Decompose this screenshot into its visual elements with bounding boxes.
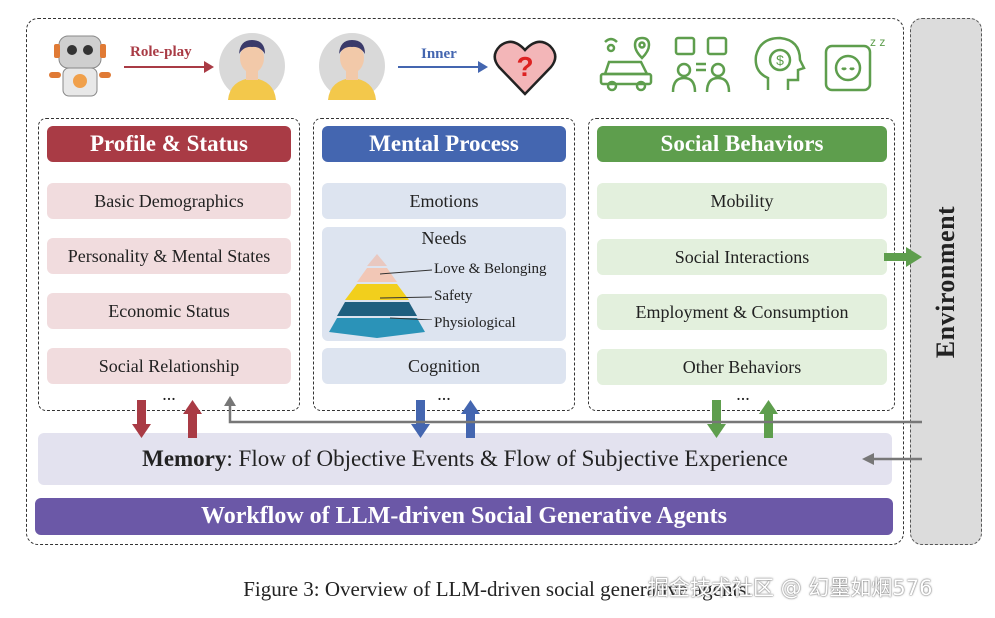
memory-to-profile-arrow (183, 400, 202, 438)
person-avatar-1 (218, 32, 286, 100)
environment-feedback-line (224, 396, 922, 424)
agent-frame (26, 18, 904, 545)
social-item-mobility: Mobility (597, 183, 887, 219)
roleplay-label: Role-play (130, 44, 192, 60)
social-item-other: Other Behaviors (597, 349, 887, 385)
profile-status-header: Profile & Status (47, 126, 291, 162)
needs-level-physiological: Physiological (434, 315, 516, 331)
needs-pyramid (327, 252, 427, 338)
mental-process-column (313, 118, 575, 411)
mental-item-cognition: Cognition (322, 348, 566, 384)
social-to-environment-arrow (884, 247, 922, 267)
heart-question-icon: ? (492, 36, 558, 98)
workflow-banner: Workflow of LLM-driven Social Generative… (35, 498, 893, 535)
memory-to-social-arrow (759, 400, 778, 438)
social-behaviors-column (588, 118, 895, 411)
svg-text:$: $ (776, 52, 784, 68)
social-behaviors-header: Social Behaviors (597, 126, 887, 162)
figure-caption: Figure 3: Overview of LLM-driven social … (243, 577, 752, 601)
memory-bar: Memory: Flow of Objective Events & Flow … (38, 433, 892, 485)
money-mind-icon: $ (748, 32, 810, 94)
profile-item-economic-status: Economic Status (47, 293, 291, 329)
roleplay-arrow (124, 60, 214, 74)
needs-level-safety: Safety (434, 288, 473, 304)
inner-label: Inner (421, 46, 457, 62)
needs-level-love: Love & Belonging (434, 261, 547, 277)
watermark: 掘金技术社区 @ 幻墨如烟576 (648, 576, 933, 600)
sleeping-person-icon: z z (822, 32, 886, 94)
car-location-icon (597, 34, 657, 94)
profile-item-personality: Personality & Mental States (47, 238, 291, 274)
inner-arrow (398, 60, 488, 74)
social-to-memory-arrow (707, 400, 726, 438)
profile-more-dots: ... (162, 384, 176, 404)
memory-to-mental-arrow (461, 400, 480, 438)
social-interaction-icon (670, 34, 732, 94)
profile-to-memory-arrow (132, 400, 151, 438)
mental-to-memory-arrow (411, 400, 430, 438)
pyramid-pointer-lines (379, 260, 434, 321)
environment-panel (910, 18, 982, 545)
memory-description: : Flow of Objective Events & Flow of Sub… (226, 446, 788, 471)
mental-more-dots: ... (437, 384, 451, 404)
environment-to-memory-arrow (862, 453, 922, 465)
needs-title: Needs (421, 228, 467, 248)
mental-process-header: Mental Process (322, 126, 566, 162)
memory-label: Memory (142, 446, 227, 471)
profile-item-basic-demographics: Basic Demographics (47, 183, 291, 219)
mental-item-emotions: Emotions (322, 183, 566, 219)
question-mark: ? (516, 51, 533, 82)
robot-icon (45, 30, 115, 100)
profile-status-column (38, 118, 300, 411)
social-item-employment: Employment & Consumption (597, 294, 887, 330)
sleep-z: z z (870, 35, 885, 49)
person-avatar-2 (318, 32, 386, 100)
social-item-interactions: Social Interactions (597, 239, 887, 275)
social-more-dots: ... (736, 384, 750, 404)
profile-item-social-relationship: Social Relationship (47, 348, 291, 384)
